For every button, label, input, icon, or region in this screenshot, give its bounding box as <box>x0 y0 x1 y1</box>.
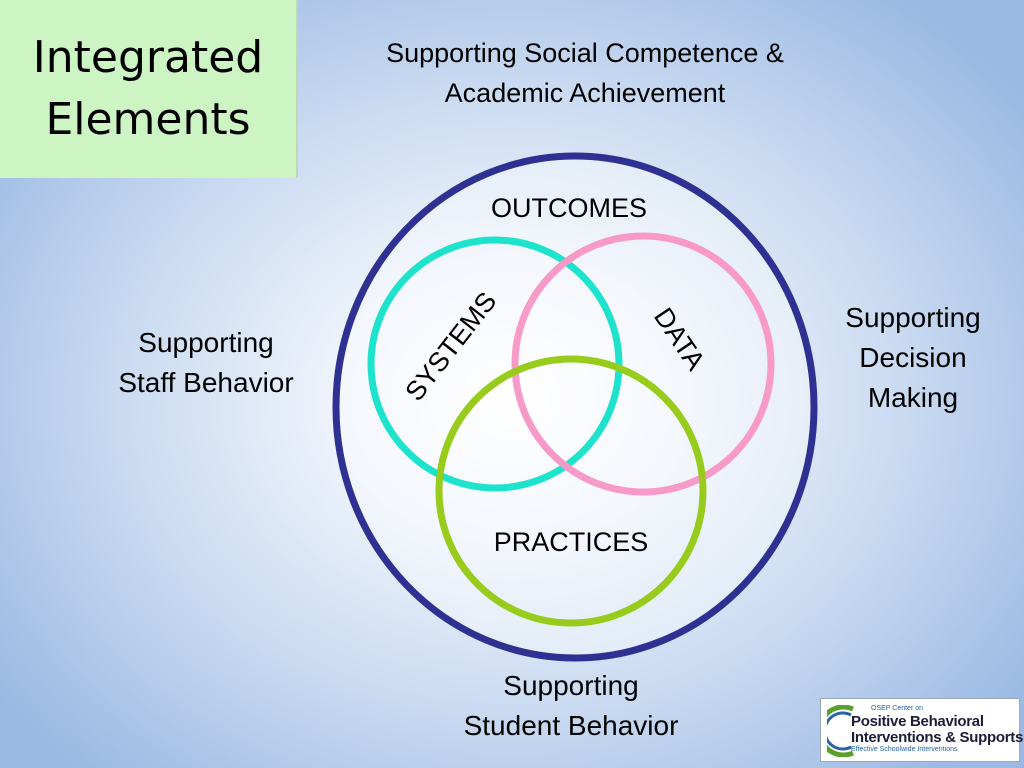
bottom-label: Supporting Student Behavior <box>420 666 722 746</box>
slide-title-line1: Integrated <box>32 32 264 83</box>
systems-circle <box>367 236 623 492</box>
slide-title-line2: Elements <box>45 94 251 145</box>
data-circle <box>511 232 775 496</box>
left-label: Supporting Staff Behavior <box>90 323 322 403</box>
logo-small-text: OSEP Center on <box>871 705 924 712</box>
top-label: Supporting Social Competence & Academic … <box>300 33 870 113</box>
top-label-line2: Academic Achievement <box>444 78 726 108</box>
left-label-line1: Supporting <box>138 327 274 358</box>
bottom-label-line2: Student Behavior <box>463 710 679 741</box>
outcomes-circle <box>332 152 818 662</box>
outcomes-label: OUTCOMES <box>491 193 647 223</box>
right-label-line3: Making <box>867 382 959 413</box>
practices-label: PRACTICES <box>494 527 649 557</box>
logo-tagline: Effective Schoolwide Interventions <box>851 746 958 753</box>
right-label-line1: Supporting <box>845 302 981 333</box>
slide-title: Integrated Elements <box>33 27 263 151</box>
right-label: Supporting Decision Making <box>818 298 1008 418</box>
left-label-line2: Staff Behavior <box>118 367 294 398</box>
pbis-logo: OSEP Center on Positive Behavioral Inter… <box>820 698 1023 762</box>
practices-circle <box>435 355 707 627</box>
pbis-logo-mark-icon <box>827 705 854 757</box>
logo-line1: Positive Behavioral <box>851 713 984 730</box>
top-label-line1: Supporting Social Competence & <box>386 38 784 68</box>
title-box: Integrated Elements <box>0 0 298 178</box>
logo-line2: Interventions & Supports <box>851 729 1023 746</box>
bottom-label-line1: Supporting <box>503 670 639 701</box>
right-label-line2: Decision <box>859 342 967 373</box>
